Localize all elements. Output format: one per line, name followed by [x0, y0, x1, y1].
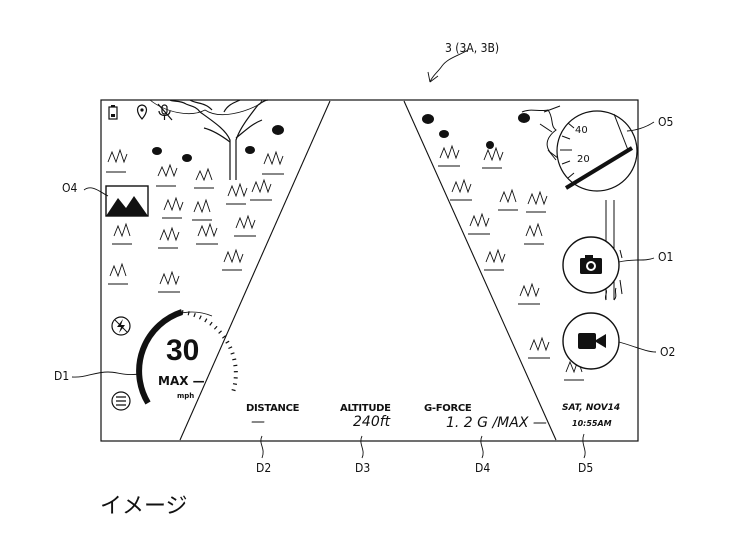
- callout-d3: D3: [355, 461, 371, 475]
- tree-foliage-top: [148, 99, 263, 116]
- callout-o1: O1: [658, 250, 674, 264]
- gauge-mark-low: 20: [577, 154, 590, 165]
- leader-d1: [71, 371, 141, 378]
- leader-figure-ref: [429, 49, 469, 83]
- shrubs: [106, 144, 584, 381]
- video-button[interactable]: [562, 312, 620, 370]
- camera-icon: [580, 255, 602, 274]
- max-speed-label: MAX —: [158, 374, 205, 388]
- distance-label: DISTANCE: [246, 403, 300, 414]
- battery-icon: [108, 105, 118, 120]
- gforce-value: 1. 2 G /MAX —: [446, 415, 547, 431]
- gauge-mark-high: 40: [575, 125, 588, 136]
- flash-off-icon[interactable]: [111, 316, 131, 336]
- leader-d4: [480, 435, 484, 459]
- leader-o5: [626, 121, 655, 132]
- leader-o2: [618, 341, 657, 353]
- road-left-edge: [179, 100, 331, 441]
- altitude-label: ALTITUDE: [340, 403, 391, 414]
- time-display: 10:55AM: [572, 419, 612, 428]
- mic-muted-icon: [157, 103, 173, 121]
- caption-title: イメージ: [100, 494, 188, 519]
- speed-value: 30: [166, 334, 200, 367]
- leader-d2: [260, 435, 264, 459]
- altitude-value: 240ft: [353, 414, 391, 430]
- video-camera-icon: [578, 333, 606, 349]
- callout-d5: D5: [578, 461, 594, 475]
- date-display: SAT, NOV14: [562, 403, 621, 413]
- landscape-thumbnail-icon[interactable]: [105, 185, 149, 217]
- inclination-gauge: [556, 110, 638, 192]
- callout-d4: D4: [475, 461, 491, 475]
- road-right-edge: [403, 100, 557, 441]
- gforce-label: G-FORCE: [424, 403, 472, 414]
- menu-icon[interactable]: [111, 391, 131, 411]
- leader-o4: [83, 187, 109, 197]
- arrowhead-figure-ref: [427, 71, 439, 83]
- photo-button[interactable]: [562, 236, 620, 294]
- speedometer: [136, 309, 238, 405]
- tree-left: [169, 99, 269, 180]
- speed-unit: mph: [177, 392, 195, 400]
- shrub-blobs: [152, 113, 530, 162]
- leader-o1: [618, 257, 655, 263]
- figure-ref-label: 3 (3A, 3B): [445, 41, 500, 55]
- leader-d5: [582, 433, 586, 459]
- distance-value: —: [251, 414, 265, 430]
- screen-frame: [100, 99, 639, 442]
- callout-d2: D2: [256, 461, 272, 475]
- callout-o2: O2: [660, 345, 676, 359]
- callout-d1: D1: [54, 369, 70, 383]
- callout-o4: O4: [62, 181, 78, 195]
- callout-o5: O5: [658, 115, 674, 129]
- leader-d3: [360, 435, 364, 459]
- leader-lines: [71, 49, 657, 459]
- location-pin-icon: [136, 104, 148, 120]
